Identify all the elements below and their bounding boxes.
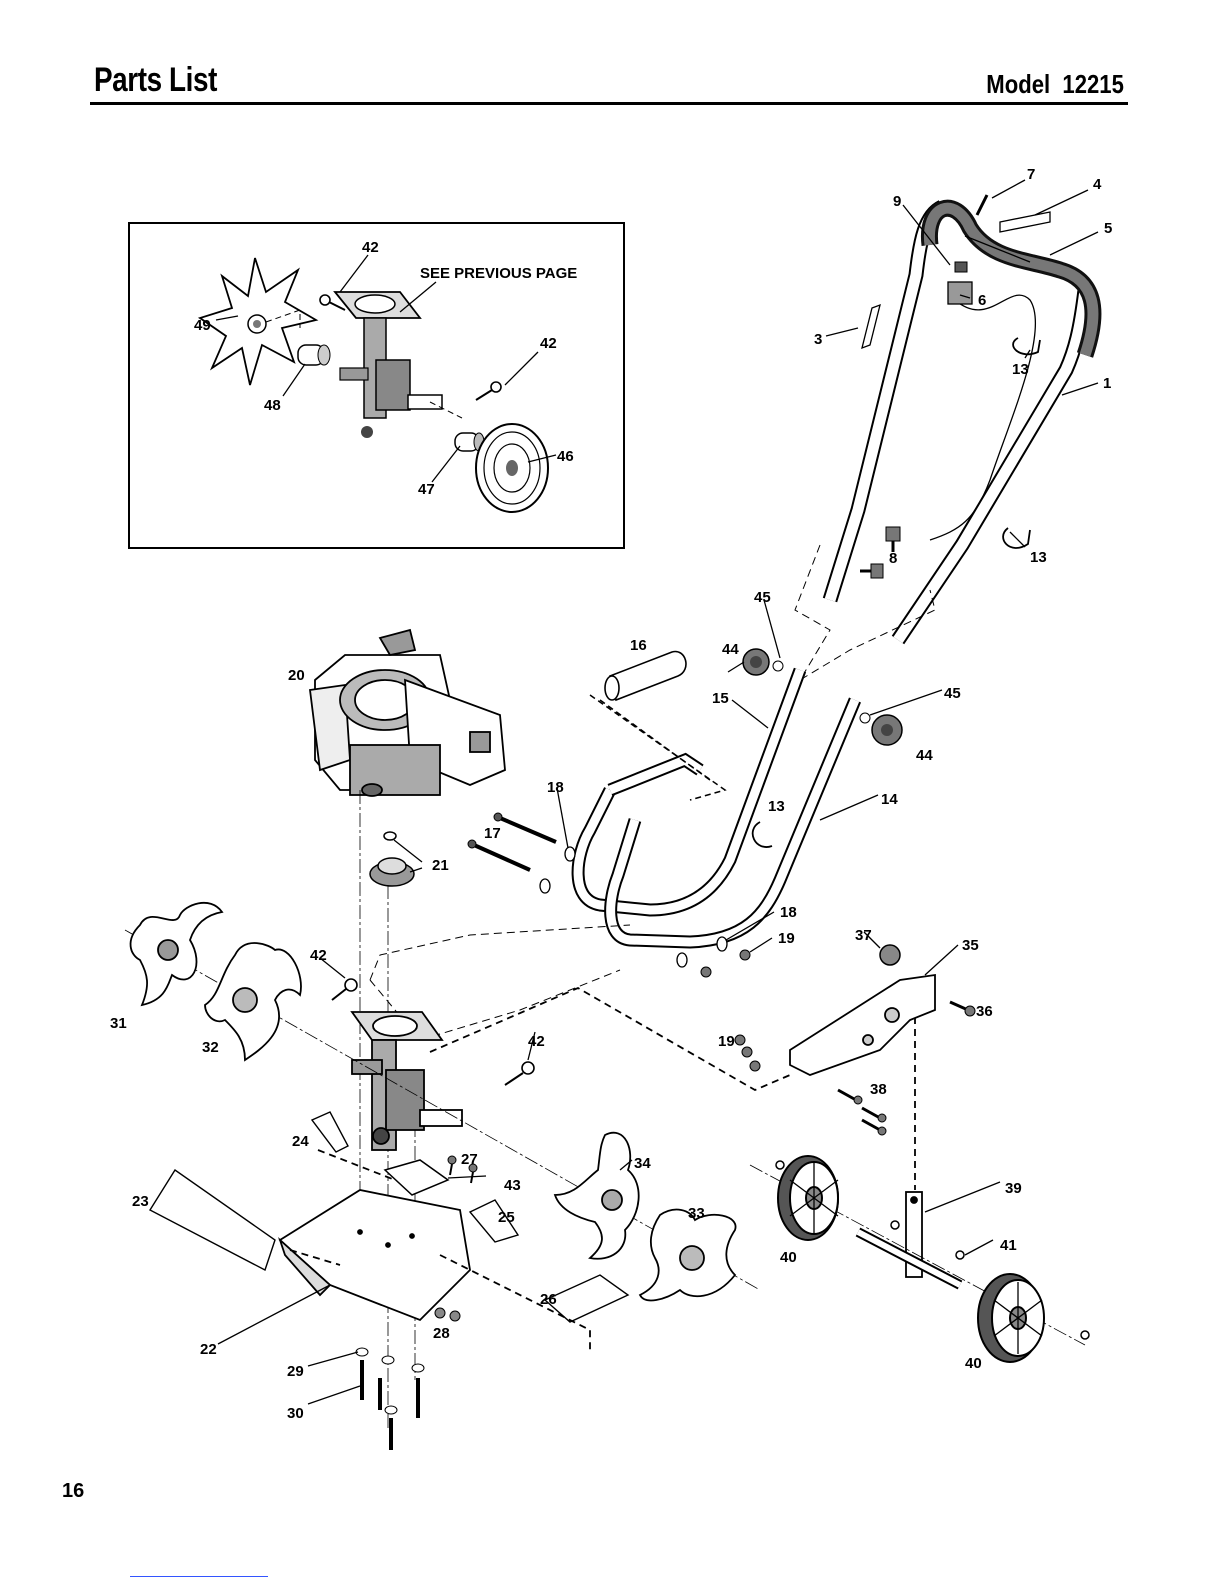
tine-33 (640, 1210, 736, 1301)
callout-29: 29 (287, 1363, 304, 1380)
callout-7: 7 (1027, 166, 1035, 183)
callout-16: 16 (630, 637, 647, 654)
callout-24: 24 (292, 1133, 309, 1150)
decal-4 (1000, 212, 1050, 232)
callout-4: 4 (1093, 176, 1102, 193)
tine-31 (131, 903, 222, 1005)
decal-23 (150, 1170, 275, 1270)
callout-45: 45 (944, 685, 961, 702)
bracket-43 (385, 1160, 448, 1195)
callout-23: 23 (132, 1193, 149, 1210)
decal-24 (312, 1112, 348, 1152)
callout-38: 38 (870, 1081, 887, 1098)
callout-13: 13 (1012, 361, 1029, 378)
wheel-40 (978, 1274, 1044, 1362)
callout-42: 42 (528, 1033, 545, 1050)
tine-34 (555, 1133, 639, 1259)
cable-clip-13 (753, 822, 772, 847)
callout-42: 42 (540, 335, 557, 352)
callout-26: 26 (540, 1291, 557, 1308)
callout-19: 19 (718, 1033, 735, 1050)
callout-44: 44 (916, 747, 933, 764)
callout-35: 35 (962, 937, 979, 954)
inset-detail: SEE PREVIOUS PAGE 42 42 49 48 47 46 (129, 223, 624, 548)
callout-46: 46 (557, 448, 574, 465)
callout-42: 42 (362, 239, 379, 256)
callout-32: 32 (202, 1039, 219, 1056)
knob-44 (860, 713, 902, 745)
callout-34: 34 (634, 1155, 651, 1172)
callout-40: 40 (965, 1355, 982, 1372)
footer-link-underline[interactable] (130, 1576, 268, 1577)
callout-43: 43 (504, 1177, 521, 1194)
knob-44 (743, 649, 783, 675)
callout-22: 22 (200, 1341, 217, 1358)
spacer-48 (298, 345, 330, 365)
callout-31: 31 (110, 1015, 127, 1032)
callout-47: 47 (418, 481, 435, 498)
callout-6: 6 (978, 292, 986, 309)
callout-39: 39 (1005, 1180, 1022, 1197)
tine-32 (205, 943, 301, 1060)
callout-8: 8 (889, 550, 897, 567)
callout-14: 14 (881, 791, 898, 808)
callout-20: 20 (288, 667, 305, 684)
callout-44: 44 (722, 641, 739, 658)
callout-42: 42 (310, 947, 327, 964)
wheel-bracket-39 (858, 1192, 960, 1285)
transmission-inset (335, 292, 462, 438)
foam-grip-16 (605, 652, 686, 700)
callout-41: 41 (1000, 1237, 1017, 1254)
callout-18: 18 (547, 779, 564, 796)
nut-19 (701, 950, 760, 1071)
callout-1: 1 (1103, 375, 1111, 392)
bolt-36 (950, 1002, 975, 1016)
screw-7 (977, 195, 987, 215)
depth-bar-bracket-35 (790, 975, 935, 1075)
wheel-40 (778, 1156, 838, 1240)
bolt-30 (356, 1348, 424, 1450)
callout-13: 13 (768, 798, 785, 815)
callout-18: 18 (780, 904, 797, 921)
callout-40: 40 (780, 1249, 797, 1266)
lower-handle (578, 670, 855, 942)
nut-28 (435, 1308, 460, 1321)
callout-21: 21 (432, 857, 449, 874)
callout-15: 15 (712, 690, 729, 707)
decal-26 (545, 1275, 628, 1322)
callout-49: 49 (194, 317, 211, 334)
callout-37: 37 (855, 927, 872, 944)
callout-9: 9 (893, 193, 901, 210)
callout-30: 30 (287, 1405, 304, 1422)
see-previous-page-note: SEE PREVIOUS PAGE (420, 265, 577, 282)
callout-3: 3 (814, 331, 822, 348)
callout-19: 19 (778, 930, 795, 947)
callout-36: 36 (976, 1003, 993, 1020)
callout-45: 45 (754, 589, 771, 606)
decal-3 (862, 305, 880, 348)
callout-33: 33 (688, 1205, 705, 1222)
callout-28: 28 (433, 1325, 450, 1342)
callout-17: 17 (484, 825, 501, 842)
callout-48: 48 (264, 397, 281, 414)
nut-37 (880, 945, 900, 965)
engine-20 (310, 630, 505, 796)
callout-5: 5 (1104, 220, 1112, 237)
callout-13: 13 (1030, 549, 1047, 566)
bolt-17 (468, 813, 556, 870)
cable-clip-13 (1013, 338, 1040, 354)
callout-27: 27 (461, 1151, 478, 1168)
page-number: 16 (62, 1480, 84, 1503)
wheel-46 (476, 424, 548, 512)
clutch-hub-21 (370, 832, 414, 886)
callout-25: 25 (498, 1209, 515, 1226)
